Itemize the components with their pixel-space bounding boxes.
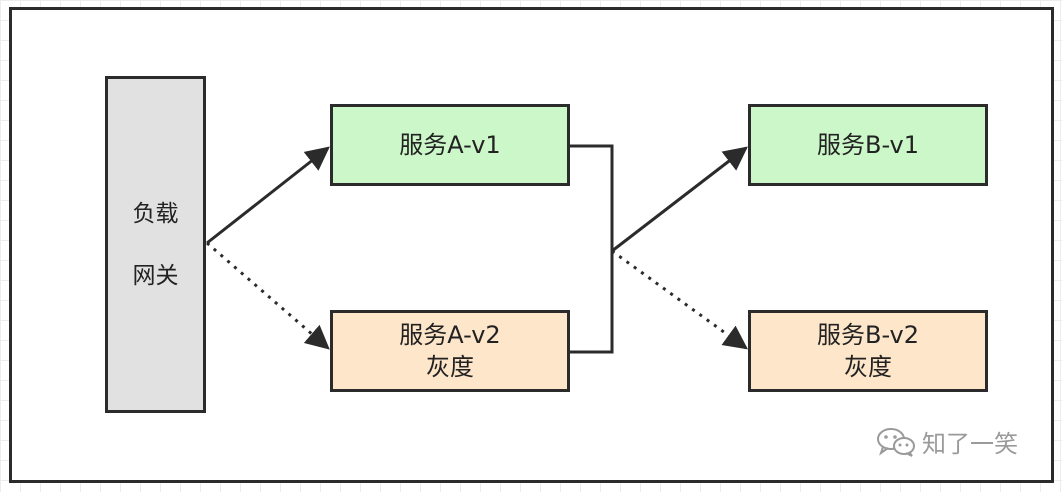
wechat-icon xyxy=(876,427,916,457)
watermark: 知了一笑 xyxy=(876,424,1018,459)
service-b-v1-node: 服务B-v1 xyxy=(748,104,988,186)
watermark-text: 知了一笑 xyxy=(922,430,1018,458)
service-a-v1-label: 服务A-v1 xyxy=(399,131,501,159)
service-a-v2-tag: 灰度 xyxy=(426,353,474,381)
service-a-v1-node: 服务A-v1 xyxy=(330,104,570,186)
load-gateway-node: 负载 网关 xyxy=(105,76,206,413)
service-b-v2-label: 服务B-v2 xyxy=(817,321,919,349)
gateway-label-line2: 网关 xyxy=(132,262,179,289)
service-a-v2-node: 服务A-v2 灰度 xyxy=(330,310,570,392)
service-a-v2-label: 服务A-v2 xyxy=(399,321,501,349)
service-b-v2-tag: 灰度 xyxy=(844,353,892,381)
service-b-v2-node: 服务B-v2 灰度 xyxy=(748,310,988,392)
service-b-v1-label: 服务B-v1 xyxy=(817,131,919,159)
gateway-label-line1: 负载 xyxy=(132,200,179,227)
